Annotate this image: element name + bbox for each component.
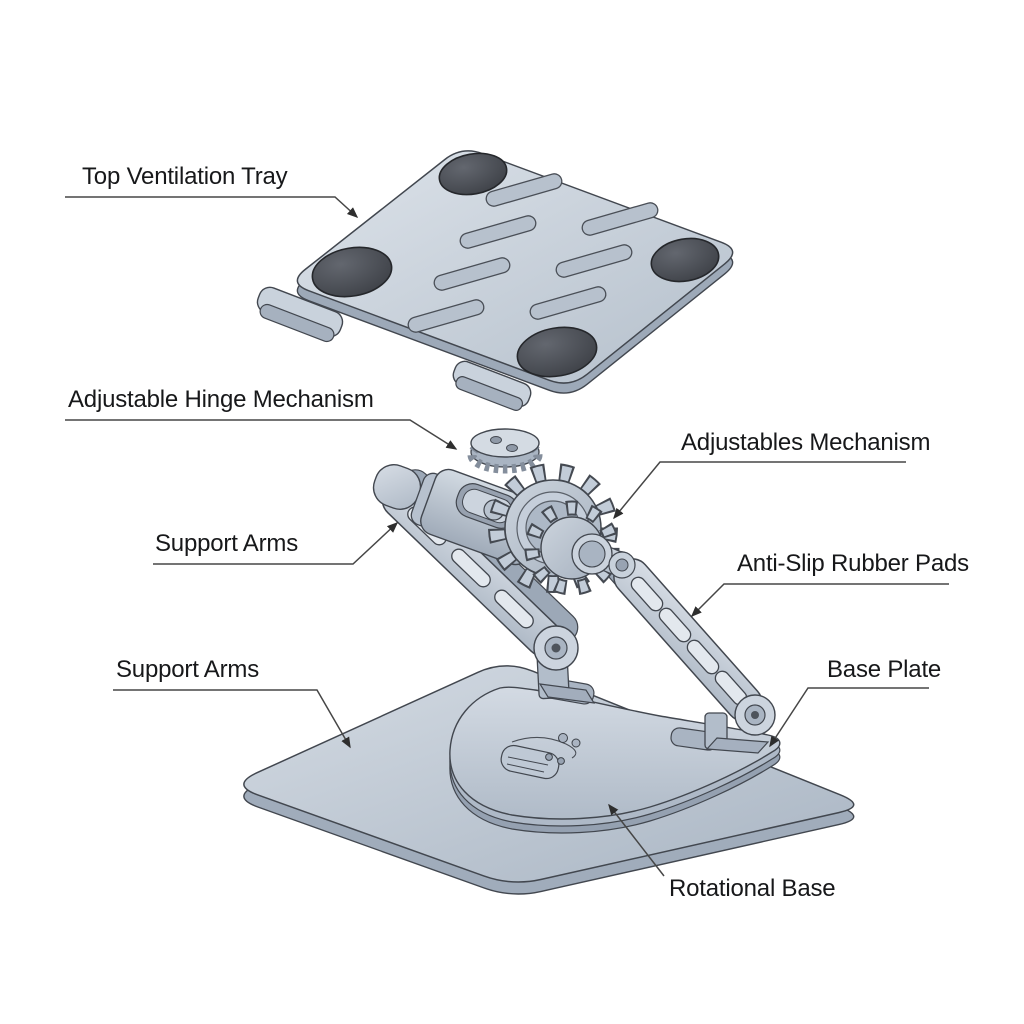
arm-boss-hole [615,558,629,572]
leader-support-arms-lower [113,689,351,749]
rubber-pad [311,246,393,298]
arm-slot [686,639,720,675]
tray-front-hooks [256,286,532,411]
leader-top-ventilation-tray [65,196,359,219]
vent-slot [581,202,659,236]
adjustment-knob-drawing [467,428,543,474]
leader-anti-slip-rubber-pads [690,583,949,618]
rotational-base-center-detail [500,733,581,780]
label-top-ventilation-tray: Top Ventilation Tray [82,163,288,190]
arm-slot [494,589,534,629]
rubber-pad [438,152,508,196]
screw [571,738,581,748]
label-rotational-base: Rotational Base [669,875,836,902]
left-bracket-foot [538,683,596,704]
vent-slot [433,257,511,291]
leader-adjustable-hinge-mechanism [65,419,458,450]
rubber-pad [650,237,720,283]
leader-support-arms-upper [153,521,399,565]
label-adjustable-hinge-mechanism: Adjustable Hinge Mechanism [68,386,374,413]
right-bracket-foot [705,737,770,754]
gear-mechanism-drawing [488,463,636,596]
knob-hole [506,444,518,452]
right-hinge-joint [734,694,776,736]
knob-knurling [467,436,543,474]
label-base-plate: Base Plate [827,656,942,683]
top-ventilation-tray-drawing [256,150,734,411]
big-gear-teeth [490,465,616,591]
vent-slot [407,299,485,333]
vent-slot [459,215,537,249]
label-adjustables-mechanism: Adjustables Mechanism [681,429,931,456]
rubber-pad [516,326,598,378]
vent-slot [555,244,633,278]
leader-adjustables-mechanism [613,461,906,520]
gear-hub-ring [578,540,606,568]
arm-slot [630,576,664,612]
screw [545,753,553,761]
left-hinge-joint [533,625,579,671]
leader-base-plate [769,687,929,748]
tray-rubber-pads [311,152,720,378]
knob-hole [490,436,502,444]
arm-slot [451,548,491,588]
screw [558,733,568,743]
right-arm-slots [630,576,748,706]
vent-slot [529,286,607,320]
hinge-brackets [536,648,770,754]
screw [557,757,565,765]
label-anti-slip-rubber-pads: Anti-Slip Rubber Pads [737,550,969,577]
leader-rotational-base [608,803,665,877]
ventilation-slots [407,173,659,333]
label-support-arms-lower: Support Arms [116,656,259,683]
label-support-arms-upper: Support Arms [155,530,298,557]
vent-slot [485,173,563,207]
arm-slot [658,607,692,643]
leader-lines [65,196,949,877]
knob-top-face [470,428,540,458]
small-gear-teeth [526,502,618,594]
